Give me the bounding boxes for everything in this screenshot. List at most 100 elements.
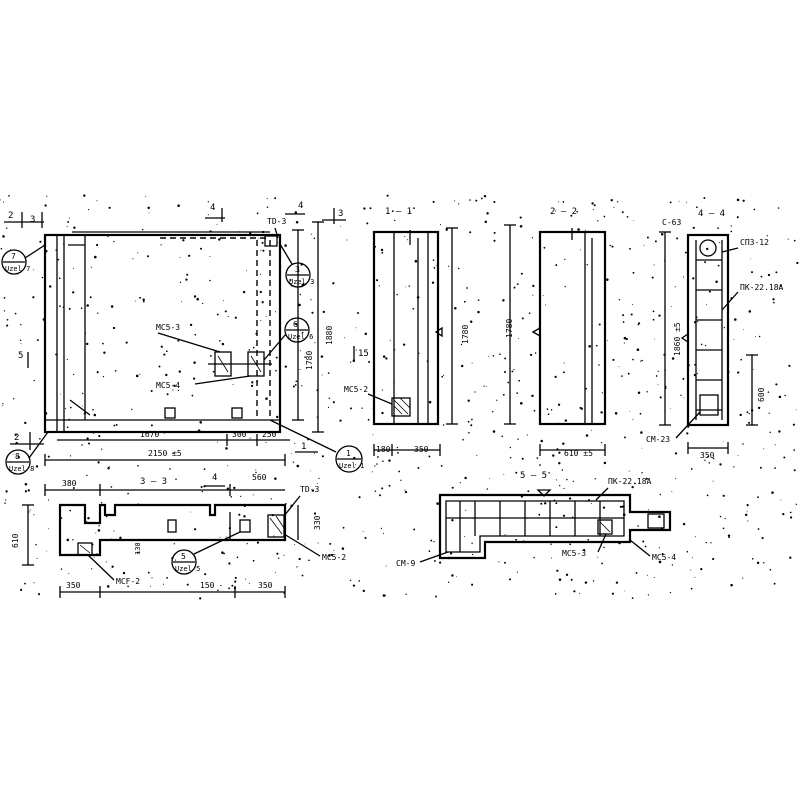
dim-350-b: 350 xyxy=(700,451,715,460)
speck xyxy=(82,392,84,395)
speck xyxy=(704,261,707,264)
speck xyxy=(46,550,48,552)
speck xyxy=(641,447,643,449)
speck xyxy=(60,517,63,519)
speck xyxy=(563,487,565,490)
speck xyxy=(531,394,534,398)
speck xyxy=(704,459,706,462)
callout-3: 3 Uzel 3 xyxy=(279,243,314,288)
speck xyxy=(160,244,162,246)
svg-text:Uzel 3: Uzel 3 xyxy=(289,278,314,286)
speck xyxy=(316,483,318,485)
speck xyxy=(559,484,561,487)
speck xyxy=(20,324,22,326)
speck xyxy=(394,219,396,222)
speck xyxy=(234,581,236,583)
speck xyxy=(586,264,588,266)
speck xyxy=(678,200,680,202)
speck xyxy=(633,220,635,222)
speck xyxy=(382,594,386,597)
speck xyxy=(684,251,687,254)
speck xyxy=(355,327,357,329)
speck xyxy=(795,503,797,505)
speck xyxy=(641,359,643,362)
speck xyxy=(363,207,366,210)
speck xyxy=(310,299,312,301)
speck xyxy=(562,201,565,203)
speck xyxy=(606,339,608,341)
speck xyxy=(374,465,376,467)
speck xyxy=(296,566,298,568)
speck xyxy=(778,430,781,433)
speck xyxy=(277,557,280,560)
speck xyxy=(339,419,342,422)
speck xyxy=(165,350,168,353)
speck xyxy=(248,582,250,584)
speck xyxy=(182,239,185,242)
speck xyxy=(458,203,460,205)
speck xyxy=(558,462,561,465)
speck xyxy=(364,332,368,336)
speck xyxy=(94,255,97,259)
speck xyxy=(558,578,562,581)
speck xyxy=(147,571,150,574)
speck xyxy=(377,456,379,458)
speck xyxy=(274,197,277,200)
speck xyxy=(447,581,450,584)
speck xyxy=(64,407,67,410)
label-pk-22-18a: ПК-22.18А xyxy=(740,283,784,292)
speck xyxy=(366,222,369,225)
speck xyxy=(675,478,677,480)
speck xyxy=(228,562,231,565)
speck xyxy=(623,342,625,344)
section-5-5-view: 5 — 5 ПК-22.18А МС5-3 МС5-4 СМ-9 xyxy=(396,471,676,568)
speck xyxy=(622,321,625,323)
speck xyxy=(520,272,523,275)
dim-180: 180 xyxy=(376,445,391,454)
speck xyxy=(700,343,703,346)
speck xyxy=(519,216,522,219)
speck xyxy=(430,539,433,542)
speck xyxy=(435,264,437,266)
speck xyxy=(643,244,645,246)
speck xyxy=(236,556,239,559)
speck xyxy=(261,241,264,244)
speck xyxy=(758,335,761,338)
speck xyxy=(132,258,134,260)
speck xyxy=(638,322,641,325)
speck xyxy=(318,477,320,480)
speck xyxy=(460,364,464,368)
speck xyxy=(19,339,22,342)
speck xyxy=(349,361,352,363)
speck xyxy=(587,538,590,541)
speck xyxy=(169,468,171,470)
speck xyxy=(484,220,488,224)
speck xyxy=(501,435,503,438)
speck xyxy=(433,267,436,269)
speck xyxy=(570,578,573,581)
label-cm-23: СМ-23 xyxy=(646,435,670,444)
speck xyxy=(697,320,699,323)
speck xyxy=(518,338,519,340)
speck xyxy=(144,195,146,197)
speck xyxy=(270,498,272,500)
speck xyxy=(86,474,88,477)
speck xyxy=(259,273,262,275)
speck xyxy=(631,485,634,489)
speck xyxy=(341,547,345,550)
speck xyxy=(561,469,564,471)
svg-text:6: 6 xyxy=(293,320,298,329)
speck xyxy=(682,377,685,380)
dim-350-d: 350 xyxy=(258,581,273,590)
speck xyxy=(534,352,537,354)
speck xyxy=(504,561,506,564)
speck xyxy=(544,502,547,505)
speck xyxy=(301,385,303,387)
dim-2150: 2150 ±5 xyxy=(148,449,182,458)
speck xyxy=(740,358,743,361)
speck xyxy=(551,557,552,559)
speck xyxy=(615,581,619,584)
speck xyxy=(6,318,9,321)
speck xyxy=(102,375,105,378)
speck xyxy=(2,201,5,203)
